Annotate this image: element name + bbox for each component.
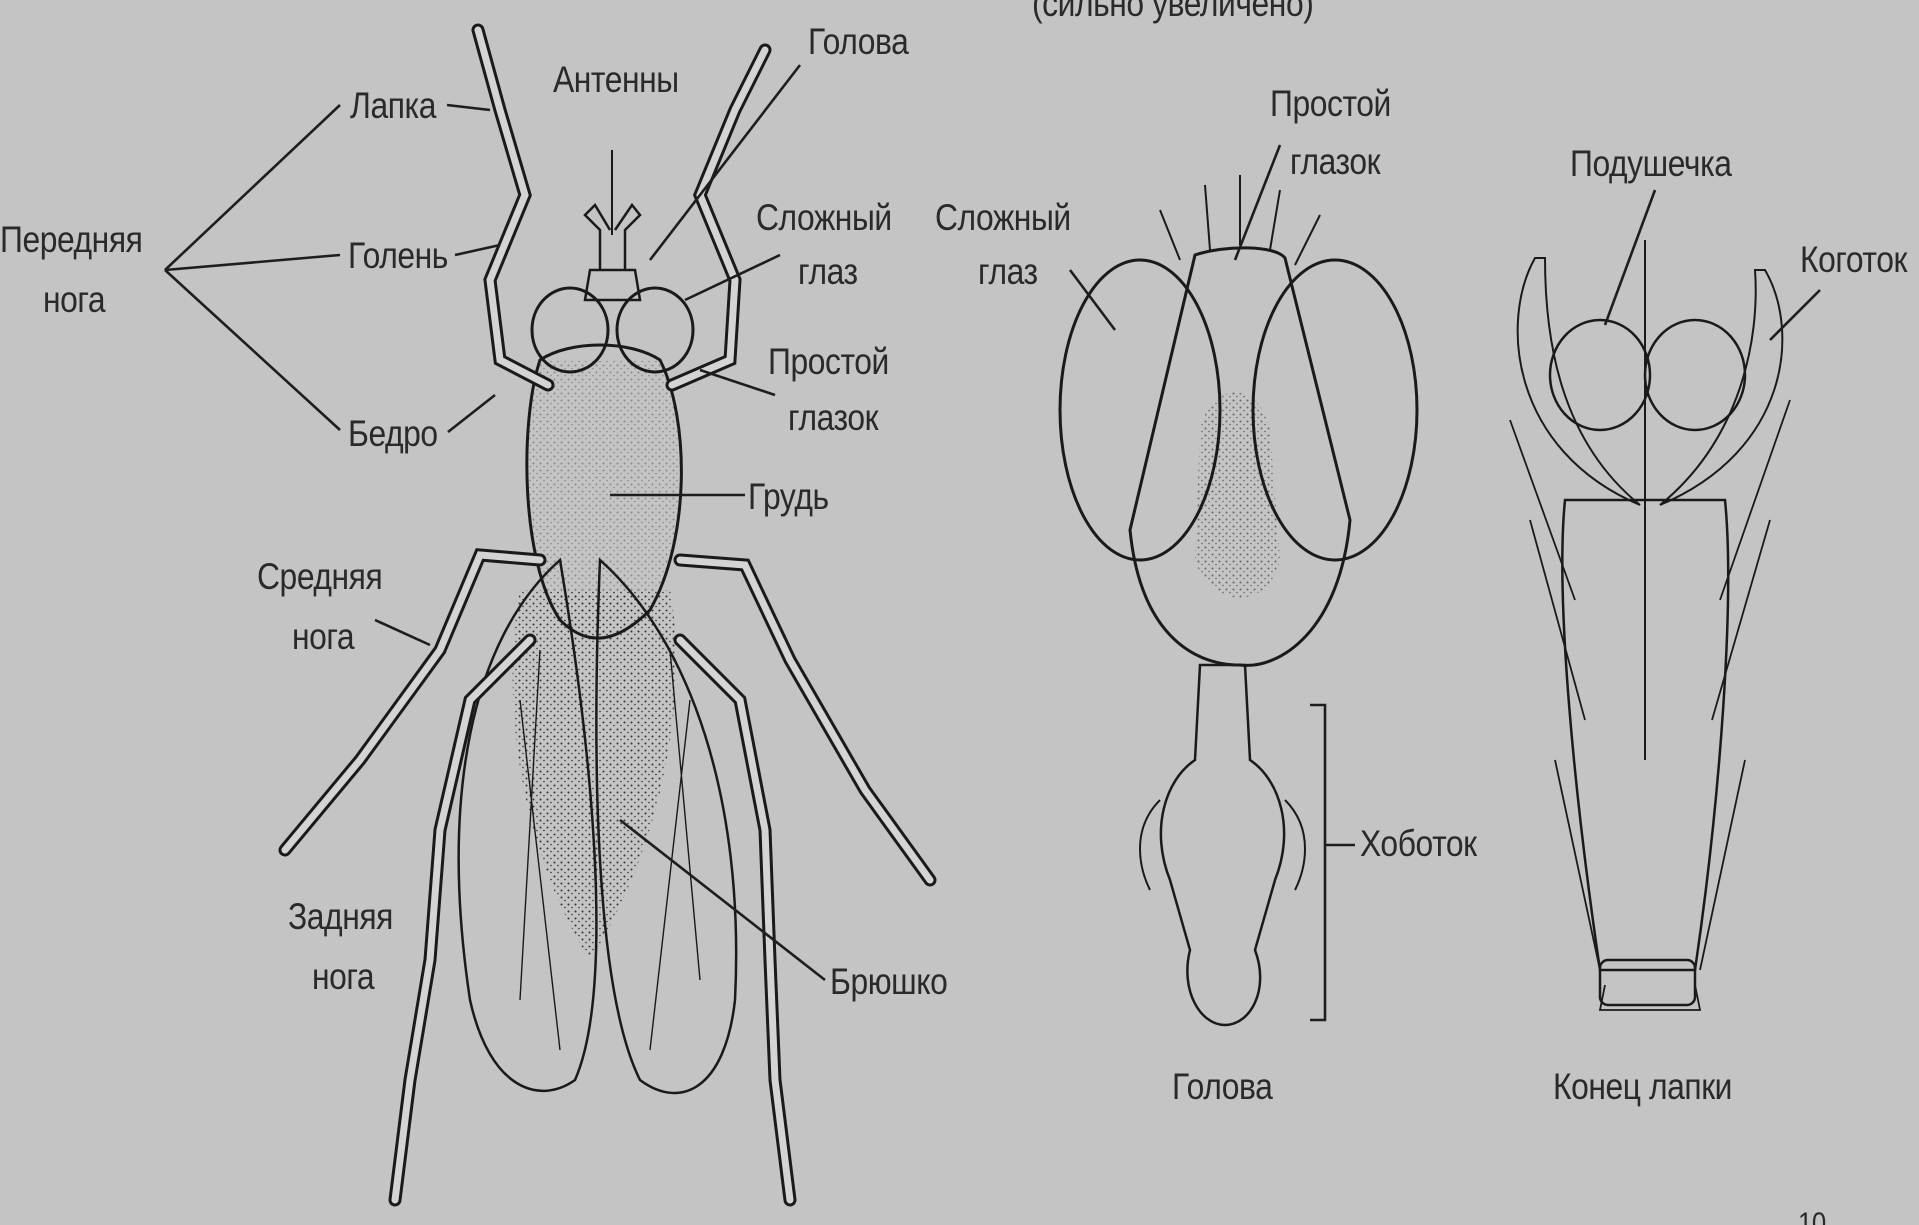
label-head-slozhny-2: глаз: [978, 250, 1038, 294]
label-prostoy-glazok-2: глазок: [788, 396, 878, 440]
label-golova-top: Голова: [808, 20, 908, 64]
abdomen: [513, 590, 676, 960]
label-grud: Грудь: [748, 475, 829, 519]
label-golen: Голень: [348, 234, 448, 278]
pulvillus-left: [1550, 320, 1650, 430]
label-srednyaya-noga-1: Средняя: [257, 555, 382, 599]
page-number: 10: [1798, 1202, 1826, 1225]
label-bryushko: Брюшко: [830, 960, 947, 1004]
label-bedro: Бедро: [348, 412, 438, 456]
label-zadnyaya-noga-2: нога: [312, 955, 374, 999]
fly-leader-lines: [165, 65, 825, 980]
head-left-eye: [1060, 260, 1220, 560]
foot-tip: [1510, 240, 1790, 1010]
proboscis: [1161, 665, 1284, 1025]
label-foot-caption: Конец лапки: [1553, 1065, 1732, 1109]
label-slozhny-glaz-2: глаз: [798, 250, 858, 294]
label-perednyaya-noga-1: Передняя: [0, 218, 142, 262]
head-front-view: [1060, 175, 1417, 1025]
left-front-leg: [478, 30, 548, 385]
claw-right: [1660, 270, 1782, 505]
claw-left: [1518, 258, 1640, 505]
label-head-prostoy-1: Простой: [1270, 82, 1391, 126]
label-kogotok: Коготок: [1800, 238, 1907, 282]
label-srednyaya-noga-2: нога: [292, 615, 354, 659]
label-head-caption: Голова: [1172, 1065, 1272, 1109]
head-right-eye: [1253, 260, 1417, 560]
label-zadnyaya-noga-1: Задняя: [288, 895, 393, 939]
label-perednyaya-noga-2: нога: [43, 278, 105, 322]
caption-top: (сильно увеличено): [1032, 0, 1313, 26]
label-khobotok: Хоботок: [1360, 822, 1477, 866]
label-slozhny-glaz-1: Сложный: [756, 196, 892, 240]
right-front-leg: [672, 50, 765, 385]
label-podushechka: Подушечка: [1570, 142, 1732, 186]
foot-leader-lines: [1605, 190, 1820, 340]
label-lapka: Лапка: [350, 84, 436, 128]
label-prostoy-glazok-1: Простой: [768, 340, 889, 384]
label-antenny: Антенны: [553, 58, 679, 102]
label-head-prostoy-2: глазок: [1290, 140, 1380, 184]
label-head-slozhny-1: Сложный: [935, 196, 1071, 240]
